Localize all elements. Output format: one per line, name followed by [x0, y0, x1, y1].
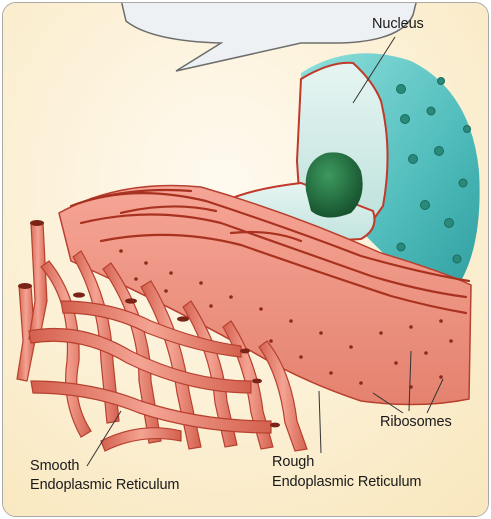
rough-er-label-line2: Endoplasmic Reticulum	[272, 474, 421, 491]
smooth-er-label-line1: Smooth	[30, 458, 79, 475]
nucleus-label: Nucleus	[372, 16, 424, 33]
nucleolus	[306, 152, 363, 217]
rough-er-label-line1: Rough	[272, 454, 314, 471]
ribosomes-label: Ribosomes	[380, 414, 452, 431]
er-nucleus-illustration	[3, 3, 489, 517]
smooth-er-label-line2: Endoplasmic Reticulum	[30, 477, 179, 494]
